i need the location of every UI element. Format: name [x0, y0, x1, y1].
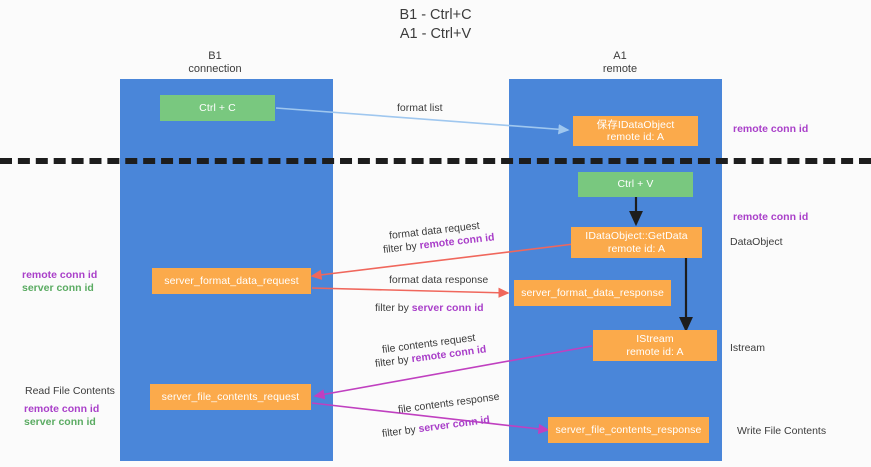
node-ctrl-c[interactable]: Ctrl + C — [160, 95, 275, 121]
annotation-remote-conn-id-top: remote conn id — [733, 123, 809, 135]
node-server-format-data-request[interactable]: server_format_data_request — [152, 268, 311, 294]
annotation-left-server-conn-id-mid: server conn id — [22, 282, 94, 294]
phase-divider — [0, 158, 871, 164]
filter-prefix-2: filter by — [375, 302, 412, 314]
node-server-format-data-response[interactable]: server_format_data_response — [514, 280, 671, 306]
b1-column-header: B1 connection — [188, 50, 242, 75]
edge-label-format-list: format list — [397, 102, 443, 114]
filter-key-remote-conn-id-1: remote conn id — [418, 231, 496, 252]
filter-key-remote-conn-id-2: remote conn id — [410, 343, 487, 366]
filter-prefix-4: filter by — [381, 423, 420, 440]
annotation-istream: Istream — [730, 342, 766, 354]
annotation-left-server-conn-id-bot: server conn id — [24, 416, 96, 428]
node-istream[interactable]: IStream remote id: A — [593, 330, 717, 361]
node-save-idataobject[interactable]: 保存IDataObject remote id: A — [573, 116, 698, 146]
edge-label-format-data-response: format data response — [389, 274, 489, 286]
edge-label-format-data-response-filter: filter by server conn id — [375, 298, 484, 316]
filter-prefix-1: filter by — [382, 239, 421, 256]
node-server-file-contents-response[interactable]: server_file_contents_response — [548, 417, 709, 443]
annotation-read-file-contents: Read File Contents — [25, 385, 115, 397]
annotation-left-remote-conn-id-bot: remote conn id — [24, 403, 100, 415]
filter-prefix-3: filter by — [374, 353, 413, 370]
node-idataobject-getdata[interactable]: IDataObject::GetData remote id: A — [571, 227, 702, 258]
node-server-file-contents-request[interactable]: server_file_contents_request — [150, 384, 311, 410]
filter-key-server-conn-id-2: server conn id — [417, 413, 491, 436]
annotation-dataobject: DataObject — [730, 236, 783, 248]
node-ctrl-v[interactable]: Ctrl + V — [578, 172, 693, 197]
edge-label-file-contents-response-filter: filter by server conn id — [381, 410, 491, 442]
annotation-write-file-contents: Write File Contents — [737, 425, 827, 437]
a1-column-header: A1 remote — [602, 50, 638, 75]
annotation-left-remote-conn-id-mid: remote conn id — [22, 269, 98, 281]
annotation-remote-conn-id-mid: remote conn id — [733, 211, 809, 223]
filter-key-server-conn-id-1: server conn id — [411, 302, 484, 314]
page-title: B1 - Ctrl+C A1 - Ctrl+V — [399, 7, 472, 42]
